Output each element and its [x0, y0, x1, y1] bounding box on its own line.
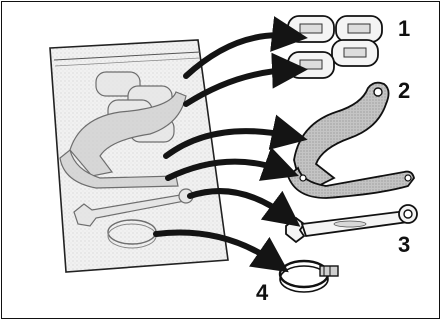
- callout-number-4: 4: [256, 282, 268, 304]
- hose-clamp: [280, 261, 338, 292]
- hose-clip: [288, 16, 334, 42]
- hose-clip-set: [288, 16, 382, 78]
- hose-clip: [332, 40, 378, 66]
- callout-number-3: 3: [398, 234, 410, 256]
- hose-clip: [288, 52, 334, 78]
- callout-number-2: 2: [398, 80, 410, 102]
- callout-number-1: 1: [398, 18, 410, 40]
- hose-clip: [336, 16, 382, 42]
- fork-bracket: [288, 83, 414, 198]
